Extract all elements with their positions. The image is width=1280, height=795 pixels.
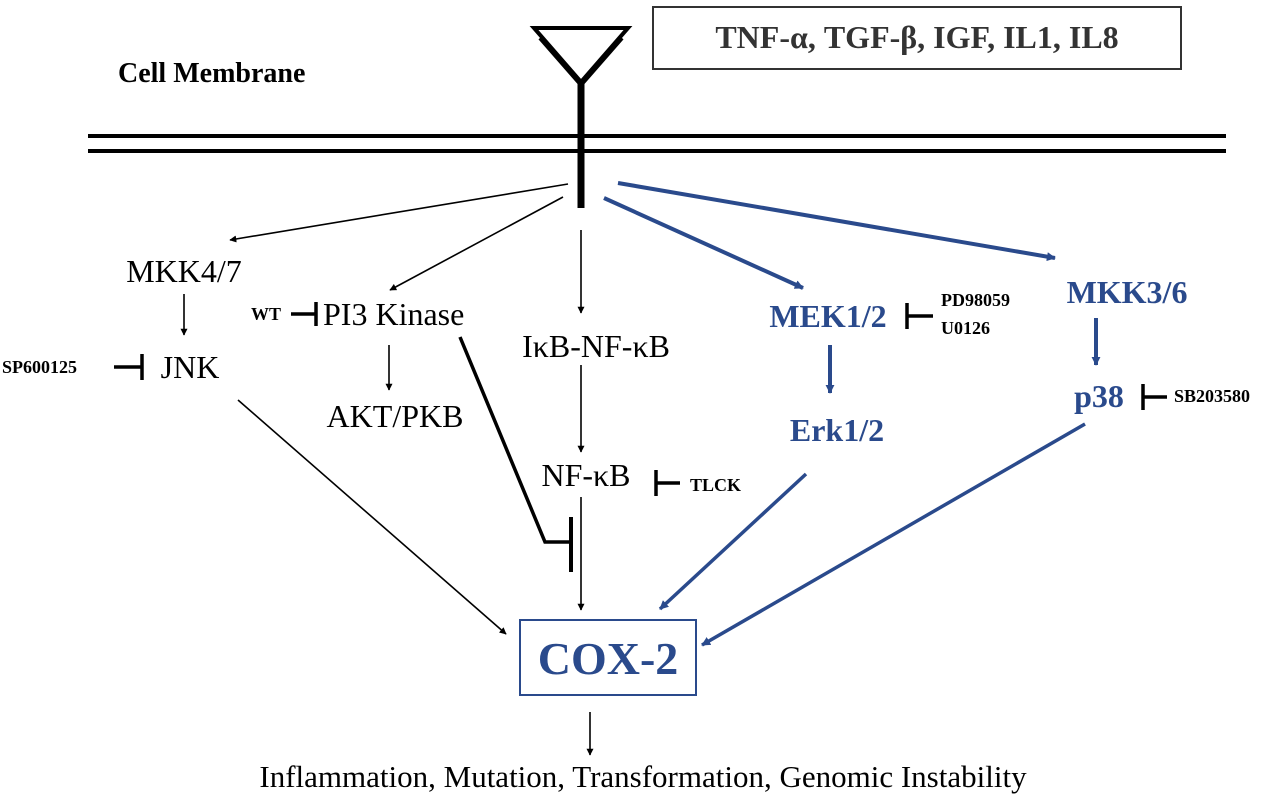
receptor-icon	[529, 26, 633, 208]
inhibitor-tlck: TLCK	[690, 475, 741, 495]
node-erk: Erk1/2	[790, 412, 884, 448]
cell-membrane	[88, 134, 1226, 153]
node-cox2: COX-2	[538, 633, 679, 684]
arrow-p38-cox2	[701, 422, 1086, 647]
inhibitor-wt: WT	[251, 304, 281, 324]
inhibit-sp600125-jnk	[114, 354, 144, 380]
arrow-receptor-mkk47	[229, 183, 569, 243]
outcome-label: Inflammation, Mutation, Transformation, …	[259, 759, 1027, 794]
arrow-receptor-mkk36	[617, 181, 1056, 262]
inhibit-sb203580-p38	[1141, 384, 1167, 410]
node-p38: p38	[1074, 378, 1124, 414]
node-mkk36: MKK3/6	[1067, 274, 1188, 310]
cox2-box	[519, 619, 697, 696]
inhibitor-sb203580: SB203580	[1174, 386, 1250, 406]
node-mkk47: MKK4/7	[126, 253, 242, 289]
arrow-receptor-mek	[603, 196, 804, 290]
node-ikb: IκB-NF-κB	[522, 328, 670, 364]
ligand-box	[652, 6, 1182, 70]
node-akt: AKT/PKB	[327, 398, 464, 434]
arrow-erk-cox2	[658, 472, 808, 611]
inhibitor-u0126: U0126	[941, 318, 990, 338]
ligand-list: TNF-α, TGF-β, IGF, IL1, IL8	[715, 19, 1118, 55]
arrow-receptor-pi3k	[389, 196, 564, 291]
inhibitor-pd98059: PD98059	[941, 290, 1010, 310]
inhibit-wt-pi3k	[291, 302, 318, 326]
arrow-jnk-cox2	[237, 399, 507, 635]
membrane-label: Cell Membrane	[118, 58, 305, 89]
inhibit-pd98059-mek	[905, 303, 933, 329]
inhibit-pi3k-cox2	[458, 336, 573, 572]
node-nfkb: NF-κB	[541, 457, 630, 493]
node-jnk: JNK	[161, 349, 220, 385]
node-pi3k: PI3 Kinase	[323, 296, 464, 332]
node-mek: MEK1/2	[769, 298, 886, 334]
inhibit-tlck-nfkb	[654, 470, 680, 496]
inhibitor-sp600125: SP600125	[2, 357, 77, 377]
